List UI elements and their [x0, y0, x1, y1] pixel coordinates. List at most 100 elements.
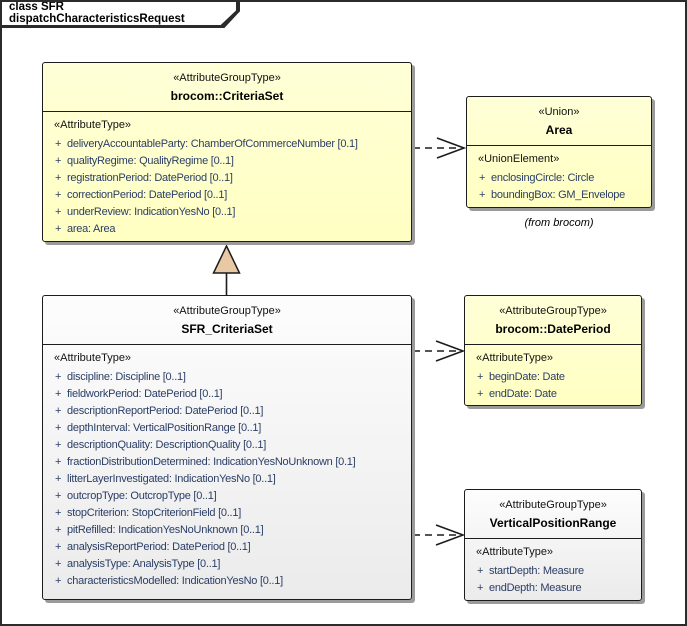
attribute-text: descriptionReportPeriod: DatePeriod [0..…: [67, 405, 264, 417]
stereotype-label: «AttributeGroupType»: [173, 305, 281, 317]
attribute-stereotype: «AttributeType»: [54, 119, 132, 131]
visibility: +: [55, 388, 62, 400]
class-header: «AttributeGroupType» SFR_CriteriaSet: [43, 296, 411, 345]
attribute-stereotype: «UnionElement»: [478, 153, 560, 165]
stereotype-label: «AttributeGroupType»: [499, 305, 607, 317]
attribute-row: + startDepth: Measure: [468, 563, 638, 580]
attribute-text: descriptionQuality: DescriptionQuality […: [67, 439, 267, 451]
attribute-text: deliveryAccountableParty: ChamberOfComme…: [67, 138, 358, 150]
class-box-area[interactable]: «Union» Area «UnionElement» + enclosingCi…: [466, 96, 652, 208]
attribute-row: + registrationPeriod: DatePeriod [0..1]: [46, 170, 408, 187]
attribute-row: + litterLayerInvestigated: IndicationYesN…: [46, 471, 408, 488]
attribute-row: +pitRefilled: IndicationYesNoUnknown [0.…: [46, 522, 408, 539]
visibility: +: [55, 371, 62, 383]
visibility: +: [55, 172, 62, 184]
visibility: +: [477, 565, 484, 577]
visibility: +: [55, 541, 62, 553]
class-box-sfr-criteriaset[interactable]: «AttributeGroupType» SFR_CriteriaSet «At…: [42, 295, 412, 600]
class-box-brocom-dateperiod[interactable]: «AttributeGroupType» brocom::DatePeriod …: [464, 295, 642, 406]
attribute-text: fieldworkPeriod: DatePeriod [0..1]: [67, 388, 223, 400]
visibility: +: [477, 388, 484, 400]
attribute-row: + area: Area: [46, 221, 408, 238]
attribute-row: +qualityRegime: QualityRegime [0..1]: [46, 153, 408, 170]
class-header: «AttributeGroupType» brocom::CriteriaSet: [43, 63, 411, 112]
attribute-row: +correctionPeriod: DatePeriod [0..1]: [46, 187, 408, 204]
class-box-brocom-criteriaset[interactable]: «AttributeGroupType» brocom::CriteriaSet…: [42, 62, 412, 242]
attribute-row: +characteristicsModelled: IndicationYesN…: [46, 573, 408, 590]
attribute-text: litterLayerInvestigated: IndicationYesNo…: [67, 473, 276, 485]
dependency-arrow-area[interactable]: [413, 137, 467, 159]
attribute-row: + beginDate: Date: [468, 369, 638, 386]
attributes-compartment: «AttributeType» +deliveryAccountablePart…: [43, 112, 411, 241]
frame-label-tab: class SFR dispatchCharacteristicsRequest: [2, 2, 240, 28]
dependency-arrow-verticalpositionrange[interactable]: [413, 524, 466, 546]
visibility: +: [55, 189, 62, 201]
attribute-text: registrationPeriod: DatePeriod [0..1]: [67, 172, 233, 184]
attribute-text: stopCriterion: StopCriterionField [0..1]: [67, 507, 242, 519]
visibility: +: [55, 155, 62, 167]
attribute-stereotype: «AttributeType»: [54, 352, 132, 364]
generalization-connector[interactable]: [212, 244, 241, 295]
attribute-row: +fractionDistributionDetermined: Indicat…: [46, 454, 408, 471]
visibility: +: [479, 189, 486, 201]
attribute-text: fractionDistributionDetermined: Indicati…: [67, 456, 356, 468]
visibility: +: [55, 558, 62, 570]
class-box-verticalpositionrange[interactable]: «AttributeGroupType» VerticalPositionRan…: [464, 489, 642, 601]
attributes-compartment: «AttributeType» + startDepth: Measure + en…: [465, 539, 641, 600]
visibility: +: [55, 422, 62, 434]
attributes-compartment: «AttributeType» + beginDate: Date + endDat…: [465, 345, 641, 405]
attribute-row: + analysisReportPeriod: DatePeriod [0..1]: [46, 539, 408, 556]
attribute-text: outcropType: OutcropType [0..1]: [67, 490, 217, 502]
class-header: «AttributeGroupType» VerticalPositionRan…: [465, 490, 641, 539]
class-header: «AttributeGroupType» brocom::DatePeriod: [465, 296, 641, 345]
attribute-row: + descriptionQuality: DescriptionQuality …: [46, 437, 408, 454]
attribute-row: +underReview: IndicationYesNo [0..1]: [46, 204, 408, 221]
attribute-row: + analysisType: AnalysisType [0..1]: [46, 556, 408, 573]
visibility: +: [55, 507, 62, 519]
attribute-text: enclosingCircle: Circle: [491, 172, 595, 184]
stereotype-label: «AttributeGroupType»: [499, 499, 607, 511]
class-name: SFR_CriteriaSet: [181, 322, 273, 336]
visibility: +: [55, 405, 62, 417]
visibility: +: [55, 575, 62, 587]
stereotype-label: «AttributeGroupType»: [173, 72, 281, 84]
attribute-text: pitRefilled: IndicationYesNoUnknown [0..…: [67, 524, 264, 536]
visibility: +: [477, 371, 484, 383]
attribute-text: analysisType: AnalysisType [0..1]: [67, 558, 221, 570]
class-name: Area: [545, 123, 573, 137]
attribute-row: +deliveryAccountableParty: ChamberOfComm…: [46, 136, 408, 153]
class-header: «Union» Area: [467, 97, 651, 146]
attributes-compartment: «UnionElement» +enclosingCircle: Circle …: [467, 146, 651, 207]
attribute-row: + enclosingCircle: Circle: [470, 170, 648, 187]
stereotype-label: «Union»: [538, 106, 580, 118]
visibility: +: [55, 473, 62, 485]
attributes-compartment: «AttributeType» + discipline: Discipline …: [43, 345, 411, 593]
attribute-row: + depthInterval: VerticalPositionRange [0…: [46, 420, 408, 437]
attribute-row: + descriptionReportPeriod: DatePeriod [0.…: [46, 403, 408, 420]
attribute-row: + discipline: Discipline [0..1]: [46, 369, 408, 386]
attribute-text: beginDate: Date: [489, 371, 565, 383]
attribute-text: startDepth: Measure: [489, 565, 584, 577]
class-name: brocom::DatePeriod: [495, 322, 611, 336]
attribute-text: endDate: Date: [489, 388, 557, 400]
visibility: +: [55, 223, 62, 235]
frame-label: class SFR dispatchCharacteristicsRequest: [2, 2, 236, 25]
visibility: +: [55, 439, 62, 451]
attribute-text: depthInterval: VerticalPositionRange [0.…: [67, 422, 262, 434]
attribute-text: boundingBox: GM_Envelope: [491, 189, 626, 201]
attribute-text: endDepth: Measure: [489, 582, 582, 594]
attribute-text: area: Area: [67, 223, 116, 235]
visibility: +: [479, 172, 486, 184]
dependency-arrow-dateperiod[interactable]: [413, 340, 466, 362]
class-name: brocom::CriteriaSet: [170, 89, 284, 103]
class-name: VerticalPositionRange: [489, 516, 617, 530]
attribute-text: discipline: Discipline [0..1]: [67, 371, 186, 383]
attribute-stereotype: «AttributeType»: [476, 352, 554, 364]
visibility: +: [477, 582, 484, 594]
attribute-text: analysisReportPeriod: DatePeriod [0..1]: [67, 541, 251, 553]
attribute-row: +outcropType: OutcropType [0..1]: [46, 488, 408, 505]
from-package-note: (from brocom): [524, 217, 594, 229]
attribute-row: + endDate: Date: [468, 386, 638, 403]
attribute-stereotype: «AttributeType»: [476, 546, 554, 558]
